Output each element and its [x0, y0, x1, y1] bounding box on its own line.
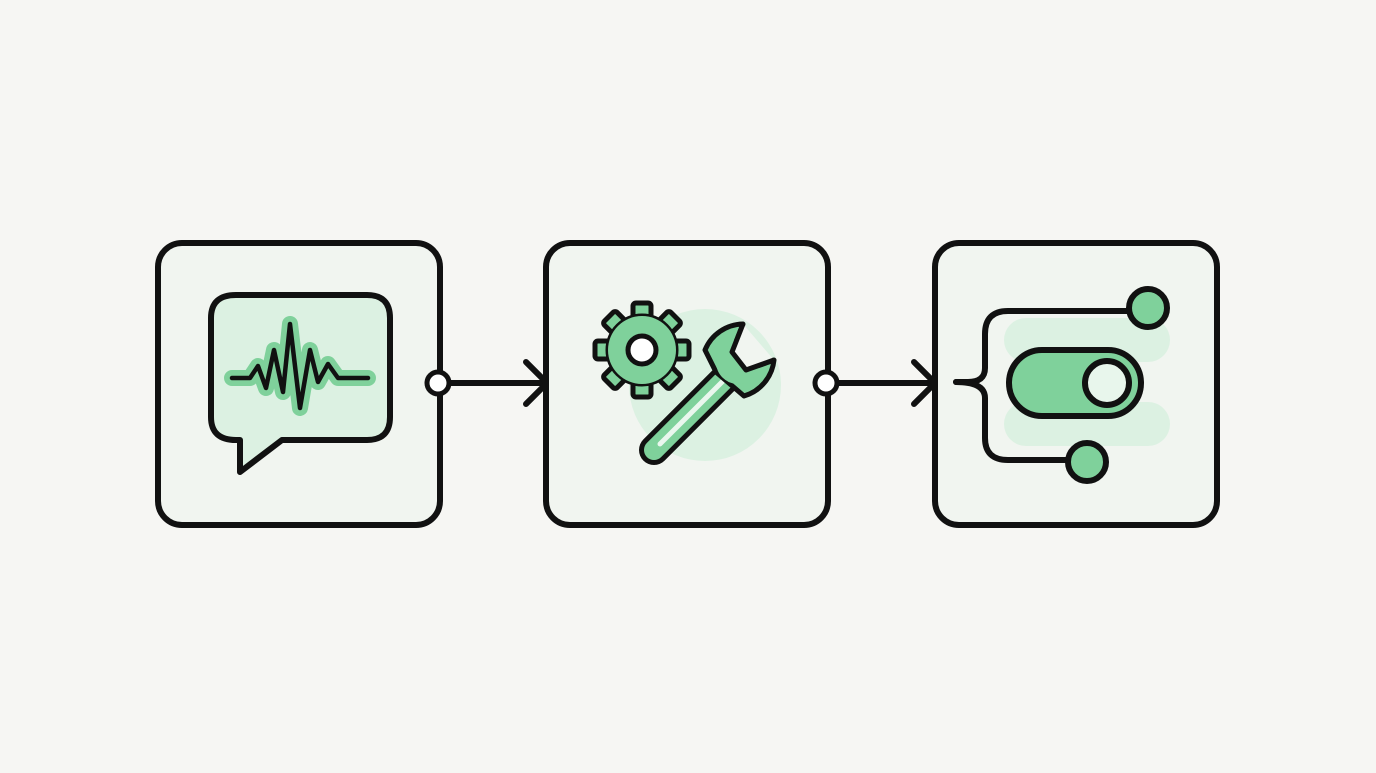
branch-node-bottom [1065, 440, 1109, 484]
branch-bottom-line [953, 379, 1075, 463]
connector-signal-to-fix [424, 359, 550, 407]
connector-node [424, 369, 452, 397]
step-route [932, 240, 1220, 528]
toggle-switch-icon [1006, 347, 1144, 419]
connector-fix-to-route [812, 359, 938, 407]
heartbeat-icon [229, 321, 371, 411]
toggle-branch-icon [953, 286, 1170, 484]
step-fix [543, 240, 831, 528]
gear-wrench-icon [592, 300, 781, 465]
step-signal [155, 240, 443, 528]
wrench-icon [639, 321, 777, 465]
gear-icon [592, 300, 692, 400]
branch-node-top [1126, 286, 1170, 330]
chat-bubble-heartbeat-icon [208, 292, 393, 475]
branch-top-line [953, 308, 1136, 385]
connector-node [812, 369, 840, 397]
